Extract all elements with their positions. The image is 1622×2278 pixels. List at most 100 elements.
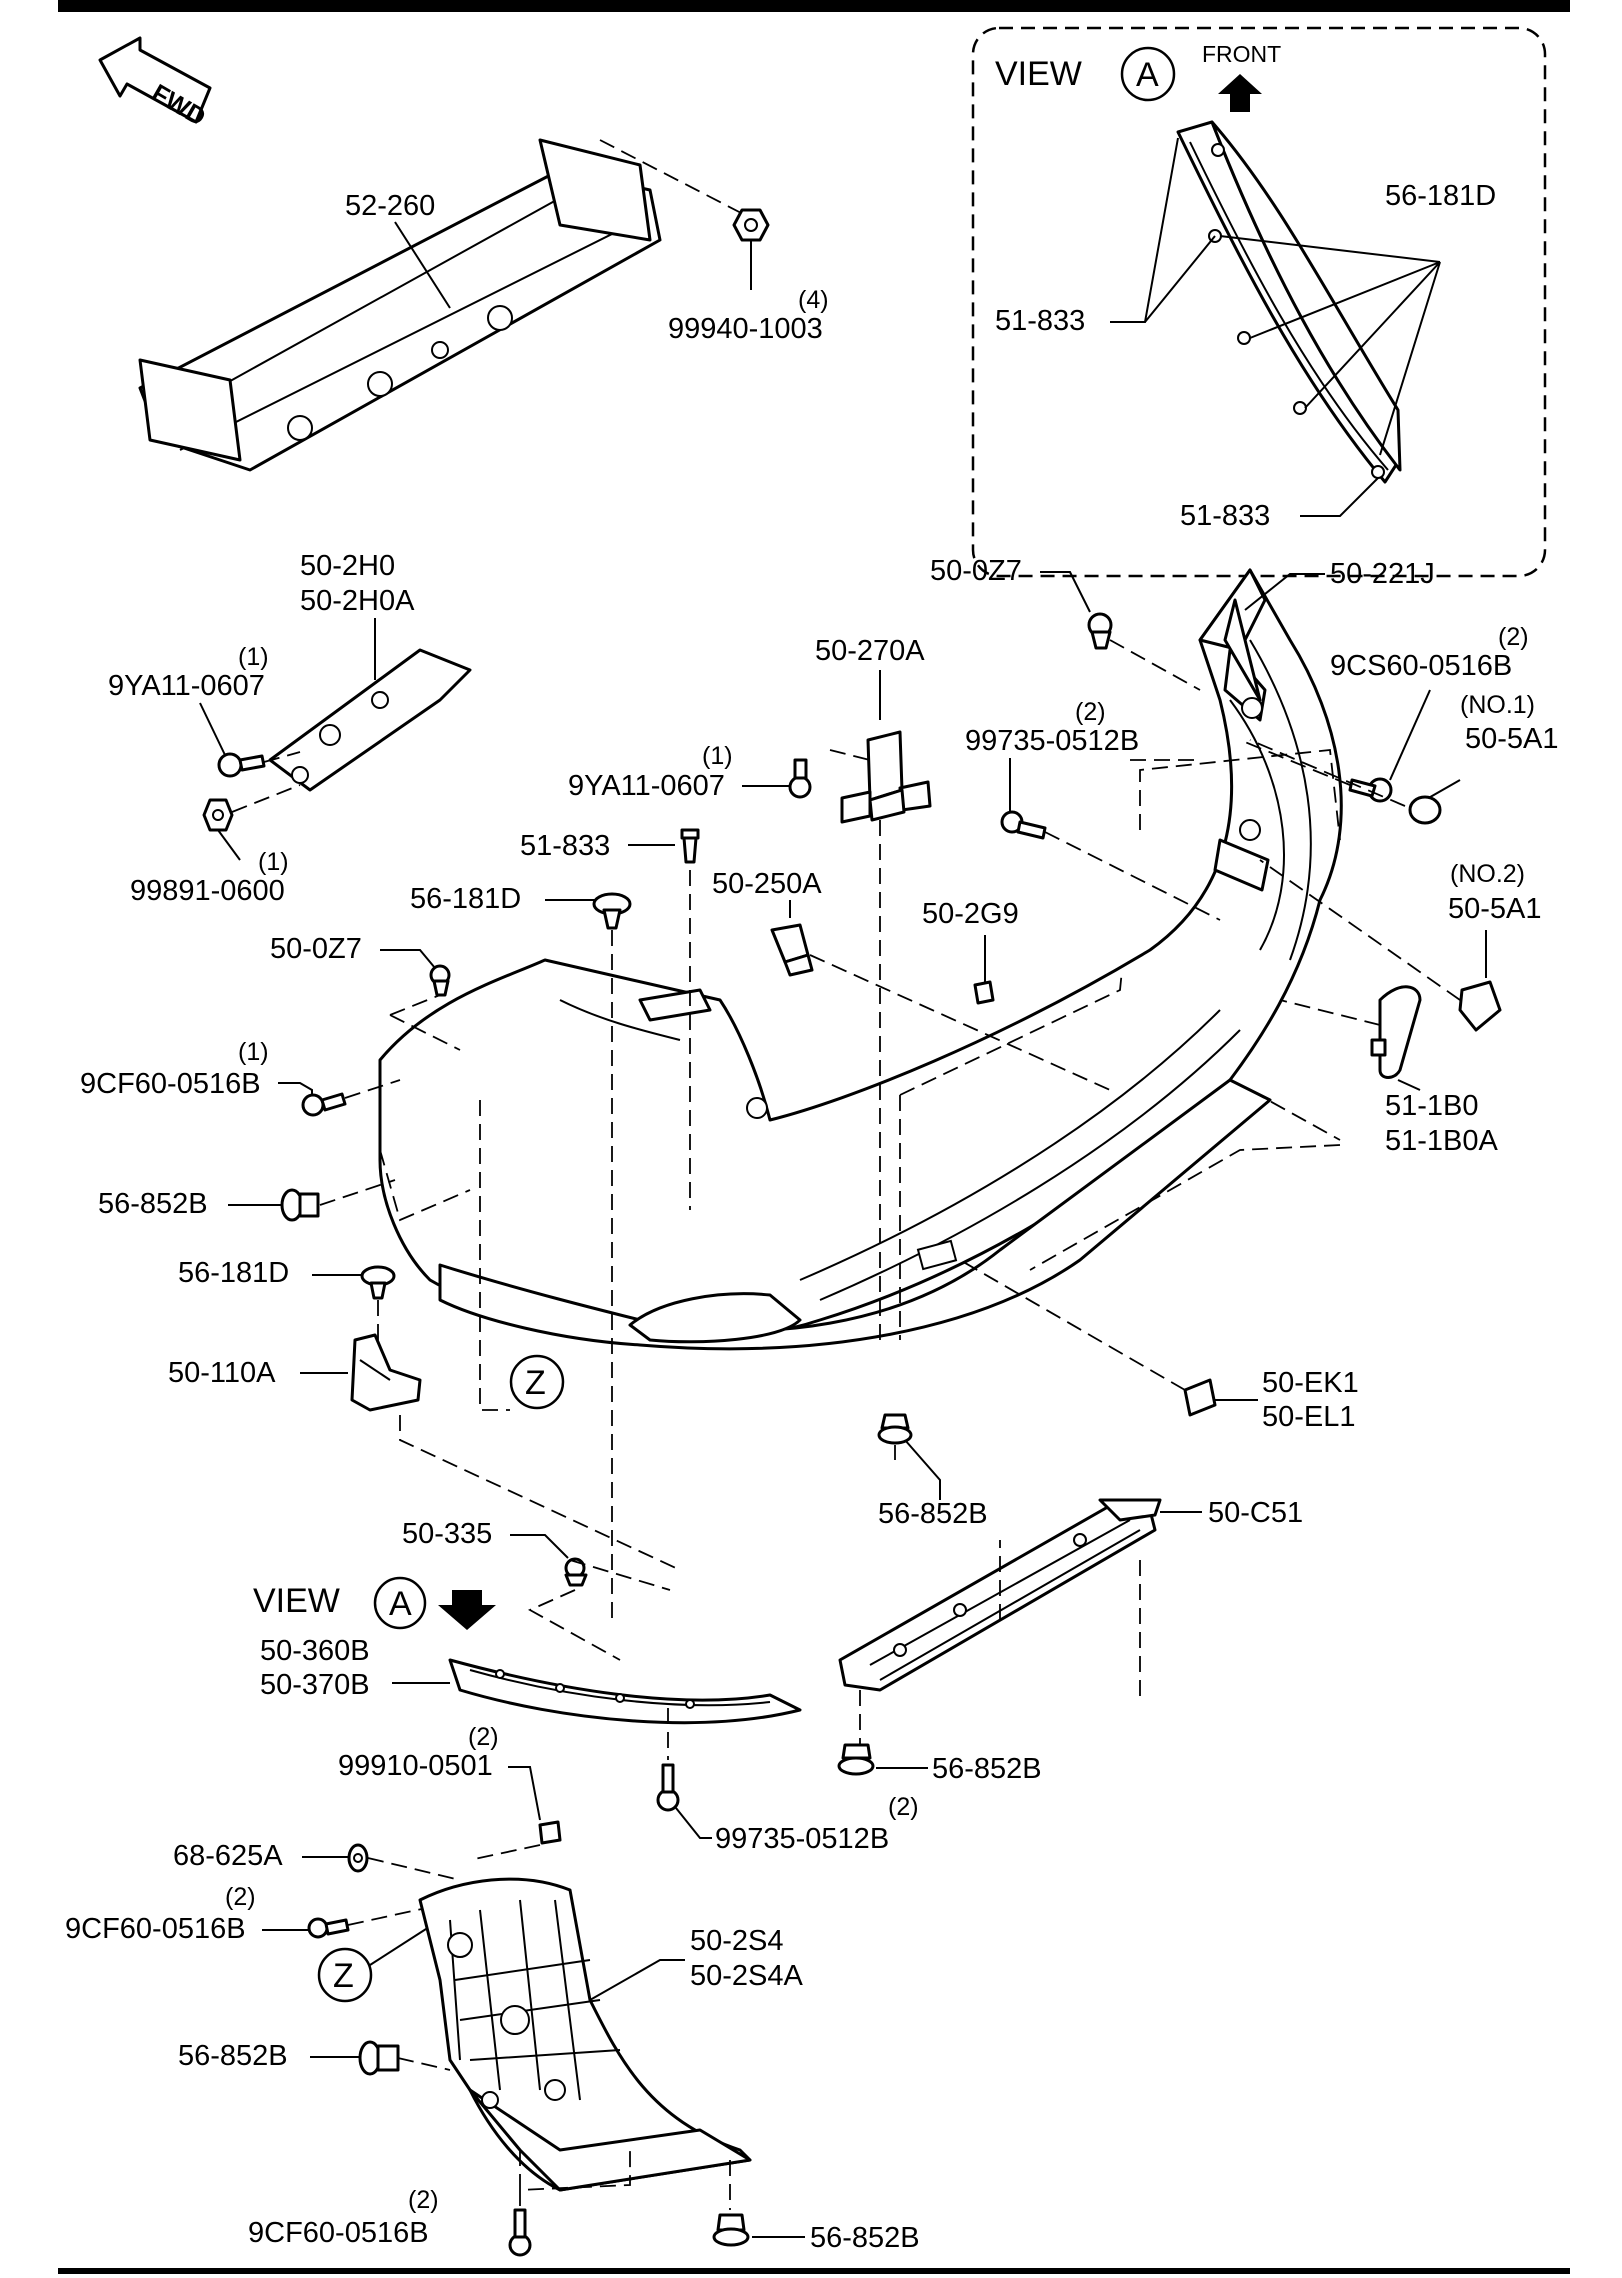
label-50-ek1: 50-EK1: [1262, 1367, 1359, 1399]
label-50-360b: 50-360B: [260, 1635, 370, 1667]
label-9cs60-0516b: 9CS60-0516B: [1330, 650, 1512, 682]
label-56-852b-mud: 56-852B: [178, 2040, 288, 2072]
clip-icon-51833: [680, 828, 700, 864]
label-56-852b-mid: 56-852B: [878, 1498, 988, 1530]
label-50-c51: 50-C51: [1208, 1497, 1303, 1529]
sensor-holder-icon: [770, 923, 814, 977]
label-50-5a1-no2: (NO.2): [1450, 860, 1525, 888]
label-99910-qty: (2): [468, 1723, 499, 1751]
nut-icon-99910: [538, 1820, 562, 1845]
label-50-5a1-no1: (NO.1): [1460, 691, 1535, 719]
clip-icon-top: [1087, 612, 1113, 650]
front-label: FRONT: [1202, 41, 1281, 67]
label-99735-qty-lower: (2): [888, 1793, 919, 1821]
nut-icon: [732, 208, 770, 242]
label-9cf60-0516b-bottom: 9CF60-0516B: [248, 2217, 429, 2249]
label-50-2g9: 50-2G9: [922, 898, 1019, 930]
label-9ya11-qty-left: (1): [238, 643, 269, 671]
bottom-border: [58, 2268, 1570, 2274]
screw-icon-right: [1000, 810, 1047, 840]
label-51-1b0a: 51-1B0A: [1385, 1125, 1499, 1157]
label-50-5a1-1: 50-5A1: [1465, 723, 1559, 755]
screw-icon-9cf60: [301, 1092, 347, 1117]
bolt-icon: [217, 752, 266, 778]
label-56-852b-bottom: 56-852B: [810, 2222, 920, 2254]
label-50-370b: 50-370B: [260, 1669, 370, 1701]
reflector-icon: [1370, 985, 1422, 1079]
label-sticker-icon: [973, 980, 995, 1005]
label-50-2h0a: 50-2H0A: [300, 585, 415, 617]
label-99940-1003: 99940-1003: [668, 313, 823, 345]
label-99735-0512b-lower: 99735-0512B: [715, 1823, 889, 1855]
label-50-110a: 50-110A: [168, 1357, 276, 1389]
label-51-833: 51-833: [520, 830, 610, 862]
sensor-cap-icon: [1183, 1378, 1217, 1417]
label-56-852b-c51: 56-852B: [932, 1753, 1042, 1785]
lower-garnish-c51: [838, 1498, 1162, 1692]
view-a-letter: A: [1136, 56, 1159, 94]
rivet-icon-left: [280, 1188, 320, 1222]
lower-bracket-110a: [350, 1333, 422, 1412]
side-bracket-left: [268, 648, 472, 792]
label-50-270a: 50-270A: [815, 635, 925, 667]
screw-icon-bottom: [508, 2208, 532, 2257]
view-a-lower-letter: A: [389, 1585, 412, 1623]
cap-icon-1: [1408, 795, 1442, 825]
label-9cf60-0516b-mud: 9CF60-0516B: [65, 1913, 246, 1945]
label-50-5a1-2: 50-5A1: [1448, 893, 1542, 925]
bumper-fascia: [378, 568, 1343, 1351]
view-arrow-down-icon: [438, 1590, 496, 1630]
rivet-icon-mid: [877, 1413, 913, 1445]
mudguard: [418, 1877, 752, 2192]
screw-icon-lower: [656, 1763, 680, 1812]
rivet-icon-c51: [837, 1743, 875, 1776]
rivet-icon-bottom: [712, 2213, 750, 2247]
label-56-852b-left: 56-852B: [98, 1188, 208, 1220]
label-9cf60-0516b-left: 9CF60-0516B: [80, 1068, 261, 1100]
view-a-label-51-833-lower: 51-833: [1180, 500, 1270, 532]
nut-icon-left: [202, 798, 234, 832]
label-50-2h0: 50-2H0: [300, 550, 395, 582]
label-50-0z7-top: 50-0Z7: [930, 555, 1022, 587]
label-50-2s4: 50-2S4: [690, 1925, 784, 1957]
rivet-icon-mud: [358, 2040, 400, 2076]
screw-icon-mud: [307, 1917, 350, 1939]
grommet-icon: [347, 1843, 369, 1873]
label-50-335: 50-335: [402, 1518, 492, 1550]
label-9cf60-qty-bottom: (2): [408, 2186, 439, 2214]
label-99735-qty-right: (2): [1075, 698, 1106, 726]
view-a-label: VIEW: [995, 55, 1082, 93]
view-a-label-51-833-upper: 51-833: [995, 305, 1085, 337]
view-a-detail-box: VIEW A FRONT 56-181D 51-833 51-833: [971, 26, 1547, 578]
label-9cf60-qty-mud: (2): [225, 1883, 256, 1911]
clip-icon-50335: [564, 1557, 588, 1587]
front-arrow-icon: [1218, 74, 1262, 112]
center-bracket: [840, 730, 932, 824]
cap-icon-2: [1458, 980, 1502, 1032]
label-9ya11-0607-left: 9YA11-0607: [108, 670, 265, 702]
label-50-250a: 50-250A: [712, 868, 822, 900]
z-callout-lower: Z: [333, 1957, 354, 1995]
label-9cf60-qty-left: (1): [238, 1038, 269, 1066]
label-52-260: 52-260: [345, 190, 435, 222]
label-99940-qty: (4): [798, 286, 829, 314]
label-56-181d-upper: 56-181D: [410, 883, 521, 915]
z-callout-upper: Z: [525, 1364, 546, 1402]
bolt-icon-center: [788, 758, 812, 799]
label-99891-qty: (1): [258, 848, 289, 876]
label-99735-0512b-right: 99735-0512B: [965, 725, 1139, 757]
label-51-1b0: 51-1B0: [1385, 1090, 1479, 1122]
label-50-221j: 50-221J: [1330, 558, 1435, 590]
label-50-2s4a: 50-2S4A: [690, 1960, 804, 1992]
view-a-label-56-181d: 56-181D: [1385, 180, 1496, 212]
label-9cs60-qty: (2): [1498, 623, 1529, 651]
label-56-181d-lower: 56-181D: [178, 1257, 289, 1289]
bumper-reinforcement: [138, 138, 662, 472]
label-9ya11-0607-center: 9YA11-0607: [568, 770, 725, 802]
clip-icon-left: [429, 964, 451, 997]
label-9ya11-qty-center: (1): [702, 742, 733, 770]
label-50-0z7-left: 50-0Z7: [270, 933, 362, 965]
label-68-625a: 68-625A: [173, 1840, 283, 1872]
label-50-el1: 50-EL1: [1262, 1401, 1356, 1433]
